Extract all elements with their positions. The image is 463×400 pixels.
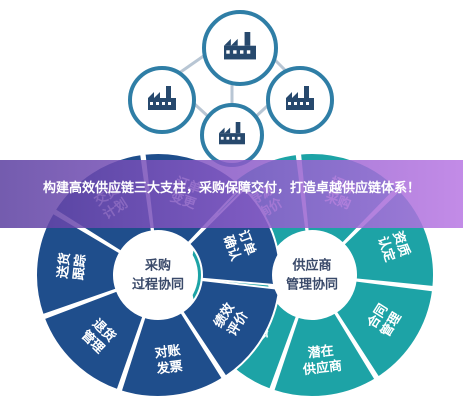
right-label-line: 供应商	[301, 358, 343, 378]
left-label-line: 跟踪	[71, 253, 90, 280]
right-center-line1: 供应商	[291, 258, 331, 274]
right-segment-2	[272, 311, 377, 398]
left-label-line: 送货	[55, 252, 74, 280]
factory-icon	[224, 32, 256, 60]
title-band	[0, 160, 463, 228]
page-title: 构建高效供应链三大支柱，采购保障交付，打造卓越供应链体系！	[42, 181, 420, 196]
center-factory-node	[200, 103, 264, 167]
factory-nodes	[128, 10, 334, 167]
factory-icon	[219, 122, 245, 145]
right-center-line2: 管理协同	[286, 277, 338, 293]
right-wheel-center	[272, 235, 352, 315]
right-segment-1	[334, 279, 435, 379]
left-segment-5	[119, 310, 225, 398]
factory-icon	[286, 86, 314, 110]
top-factory-node	[202, 10, 278, 86]
left-label-line: 发票	[155, 358, 184, 377]
left-wheel-center	[118, 235, 198, 315]
right-label-line: 潜在	[307, 343, 335, 362]
left-segment-6	[42, 289, 145, 392]
left-factory-node	[128, 66, 196, 134]
right-factory-node	[266, 66, 334, 134]
left-label-line: 对账	[154, 342, 182, 361]
left-segment-4	[180, 278, 281, 378]
left-center-line2: 过程协同	[132, 277, 184, 293]
left-center-line1: 采购	[144, 258, 171, 274]
factory-icon	[148, 86, 176, 110]
